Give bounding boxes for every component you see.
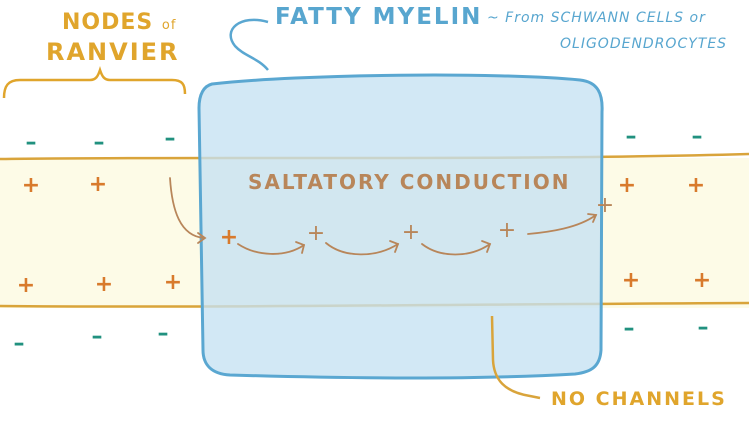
- minus-charge: –: [158, 321, 169, 346]
- nodes-word: NODES: [62, 10, 154, 35]
- plus-charge: +: [693, 268, 711, 293]
- plus-charge: +: [618, 173, 636, 198]
- plus-charge: +: [622, 268, 640, 293]
- myelin-label: FATTY MYELIN: [275, 4, 483, 30]
- minus-charge: –: [92, 324, 103, 349]
- plus-charge: +: [17, 273, 35, 298]
- nodes-bracket: [2, 66, 187, 99]
- minus-charge: –: [626, 124, 637, 149]
- hop-arrow-3: [421, 243, 491, 256]
- hop-arrow-4: [527, 214, 597, 235]
- saltatory-conduction-label: SALTATORY CONDUCTION: [248, 170, 571, 194]
- hop-arrow-2: [325, 242, 399, 256]
- plus-charge-inside: +: [402, 220, 420, 245]
- hop-arrow-3-head: [481, 240, 492, 253]
- hop-arrow-1: [237, 243, 305, 255]
- entry-arrow: [169, 177, 205, 239]
- plus-charge-inside: +: [307, 221, 325, 246]
- hop-arrow-4-head: [587, 213, 598, 223]
- minus-charge: –: [165, 126, 176, 151]
- plus-charge: +: [164, 270, 182, 295]
- minus-charge: –: [692, 124, 703, 149]
- minus-charge: –: [94, 130, 105, 155]
- no-channels-pointer: [490, 315, 541, 400]
- minus-charge: –: [624, 316, 635, 341]
- minus-charge: –: [14, 331, 25, 356]
- plus-charge-inside: +: [596, 193, 614, 218]
- myelin-label-curve: [229, 18, 269, 71]
- myelin-sheath: [197, 73, 604, 380]
- nodes-label: NODES of: [62, 10, 176, 39]
- plus-charge-inside: +: [220, 225, 238, 250]
- nodes-of-word: of: [161, 18, 177, 33]
- hop-arrow-1-head: [295, 241, 306, 254]
- plus-charge: +: [22, 173, 40, 198]
- saltatory-arrows: [169, 177, 598, 256]
- minus-charge: –: [698, 315, 709, 340]
- minus-charge: –: [26, 130, 37, 155]
- hop-arrow-2-head: [389, 240, 400, 253]
- plus-charge-inside: +: [498, 218, 516, 243]
- entry-arrow-head: [197, 232, 207, 244]
- plus-charge: +: [95, 272, 113, 297]
- myelin-source-line2: OLIGODENDROCYTES: [560, 36, 728, 52]
- plus-charge: +: [89, 172, 107, 197]
- plus-charge: +: [687, 173, 705, 198]
- no-channels-label: NO CHANNELS: [551, 388, 727, 410]
- ranvier-label: RANVIER: [46, 38, 180, 66]
- myelin-source-line1: ~ From SCHWANN CELLS or: [487, 10, 706, 26]
